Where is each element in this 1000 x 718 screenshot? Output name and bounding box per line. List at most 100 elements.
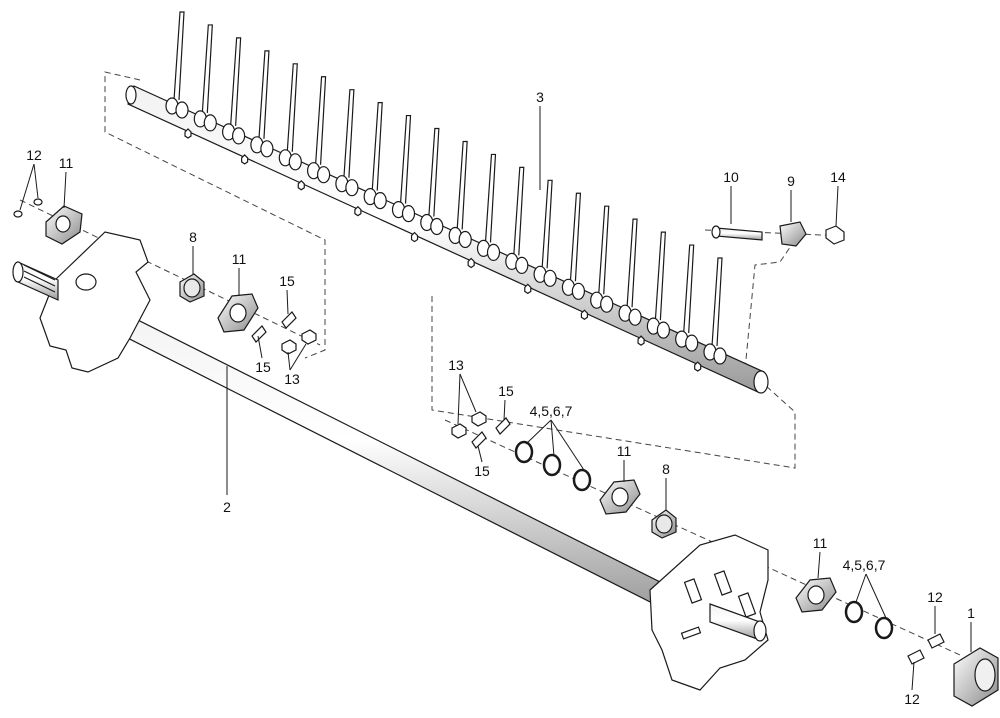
right-bolt-12-lower [907,649,925,665]
mid-bearing-flange-11-bore [611,487,629,507]
left-bearing-flange-11-bore [55,215,71,233]
middle-hardware [451,411,677,539]
right-plate-slot-4 [680,626,702,640]
spring-tine [683,244,695,334]
spring-tine [371,102,383,191]
callout-11-middle: 11 [617,443,632,459]
right-end-plate-body [649,534,769,691]
callout-4567-right: 4,5,6,7 [843,557,886,573]
spring-tine [654,231,667,321]
tine-mount-bolt [524,283,532,295]
right-hardware [711,221,999,707]
left-bearing-flange-11b-bore [229,303,247,323]
spring-tine [598,205,610,295]
callout-8-right: 8 [662,461,670,477]
mid-ring-5 [542,453,562,477]
callout-15-middle-upper: 15 [498,383,514,399]
left-end-plate-body [39,231,151,373]
tine-coil [600,295,614,313]
mid-ring-4 [514,440,534,464]
left-bolt-12-lower [13,210,23,218]
right-ring-4 [844,600,864,624]
callout-4567-middle: 4,5,6,7 [530,403,573,419]
spring-tine [201,24,213,113]
right-bolt-12-upper [927,633,945,649]
callout-12-left: 12 [26,147,42,163]
rotor-tube-body [87,297,677,613]
tine-bar-end-left [125,85,137,105]
tine-mount-bolt [184,128,192,139]
callout-15-left-upper: 15 [279,273,295,289]
spring-tine [484,153,497,243]
end-cap-1-face [974,658,996,692]
tine-coil [232,127,246,145]
spring-tine [513,166,525,256]
left-clip-15b [251,325,267,343]
callout-10: 10 [723,169,739,185]
left-nut-13a [301,329,317,345]
tine-mount-bolt [297,179,305,191]
tine-coil [288,153,302,171]
tine-mount-bolt [467,257,475,269]
callout-13-left: 13 [284,371,300,387]
spring-tine [456,140,468,230]
tine-mount-bolt [241,154,249,165]
spring-tine [286,63,298,152]
spring-tine [173,11,185,101]
tine-bar-frame-dashed-lower [431,296,796,469]
spring-tine [711,257,723,347]
callout-15-left-lower: 15 [255,359,271,375]
tine-coil [713,347,727,365]
left-bushing-8-end [183,278,201,298]
spring-tine [626,218,638,308]
tine-coil [175,101,189,119]
tine-coil [317,166,331,184]
tine-mount-bolt [410,231,419,243]
right-plate-slot-2 [713,570,733,596]
tine-coil [458,230,472,249]
callout-11-left: 11 [232,251,247,267]
callout-3: 3 [536,89,544,105]
tine-coil [430,217,444,236]
tine-mount-bolt [580,309,589,320]
callout-labels: 1 2 3 8 8 9 10 11 11 11 11 12 12 12 13 1… [26,89,975,707]
tine-coil [628,308,642,326]
spring-tine [428,127,440,217]
mid-bushing-8-end [655,514,673,534]
right-plate-slot-1 [683,578,703,604]
tine-coils [165,97,727,365]
tine-bar-assembly [125,11,769,394]
tine-coil [345,179,359,197]
spring-tines [173,11,723,347]
left-hardware [13,198,317,355]
callout-14: 14 [830,169,846,185]
left-end-plate [12,231,151,373]
callout-8-left: 8 [189,229,197,245]
tine-coil [203,114,217,132]
callout-12-right-upper: 12 [927,589,943,605]
mid-clip-15a [495,417,511,435]
callout-1: 1 [967,605,975,621]
rotor-tube [85,297,677,613]
callout-11-far-left: 11 [59,155,74,171]
callout-15-middle-lower: 15 [474,463,490,479]
crank-link-dashed [744,239,796,371]
left-nut-13b [281,339,297,355]
tine-bar-end-right [753,370,769,394]
tine-coil [543,269,557,287]
tine-coil [685,334,699,352]
nut-14 [825,225,845,245]
mid-nut-13b [451,423,467,439]
callout-12-right-lower: 12 [904,691,920,707]
left-input-shaft-end [12,261,24,283]
spring-tine [343,89,355,178]
bolt-10 [715,227,763,241]
left-bolt-12-upper [33,198,43,206]
callout-13-middle: 13 [448,357,464,373]
tine-mount-bolt [637,335,645,346]
spring-tine [399,114,412,204]
tine-mount-bolt [354,205,362,217]
tine-coil [486,243,501,261]
crank-arm-9 [779,221,807,247]
